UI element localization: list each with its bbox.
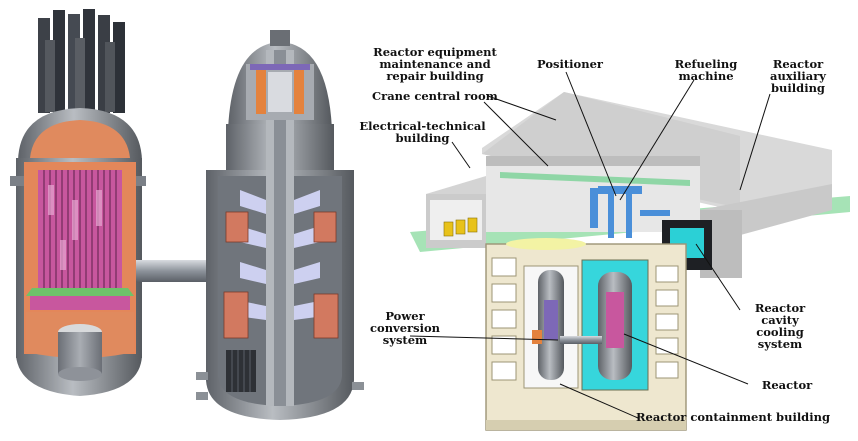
control-rod-tubes — [38, 9, 125, 113]
label-reactor-equipment-building: Reactor equipment maintenance and repair… — [373, 45, 497, 83]
label-positioner: Positioner — [537, 57, 603, 71]
label-reactor-auxiliary-building: Reactor auxiliary building — [770, 57, 826, 95]
leader-lines — [409, 71, 771, 419]
power-conversion-vessel-cutaway — [196, 30, 364, 420]
label-reactor-containment-building: Reactor containment building — [635, 410, 830, 424]
label-reactor-cavity-cooling-system: Reactor cavity cooling system — [754, 301, 806, 351]
label-crane-central-room: Crane central room — [372, 89, 498, 103]
plant-building-cutaway — [410, 92, 850, 431]
label-electrical-technical-building: Electrical-technical building — [359, 119, 486, 145]
label-reactor: Reactor — [761, 378, 813, 392]
label-refueling-machine: Refueling machine — [674, 57, 738, 83]
reactor-vessel-cutaway — [10, 9, 146, 396]
label-power-conversion-system: Power conversion system — [370, 309, 440, 347]
core-support-plate — [26, 288, 134, 296]
